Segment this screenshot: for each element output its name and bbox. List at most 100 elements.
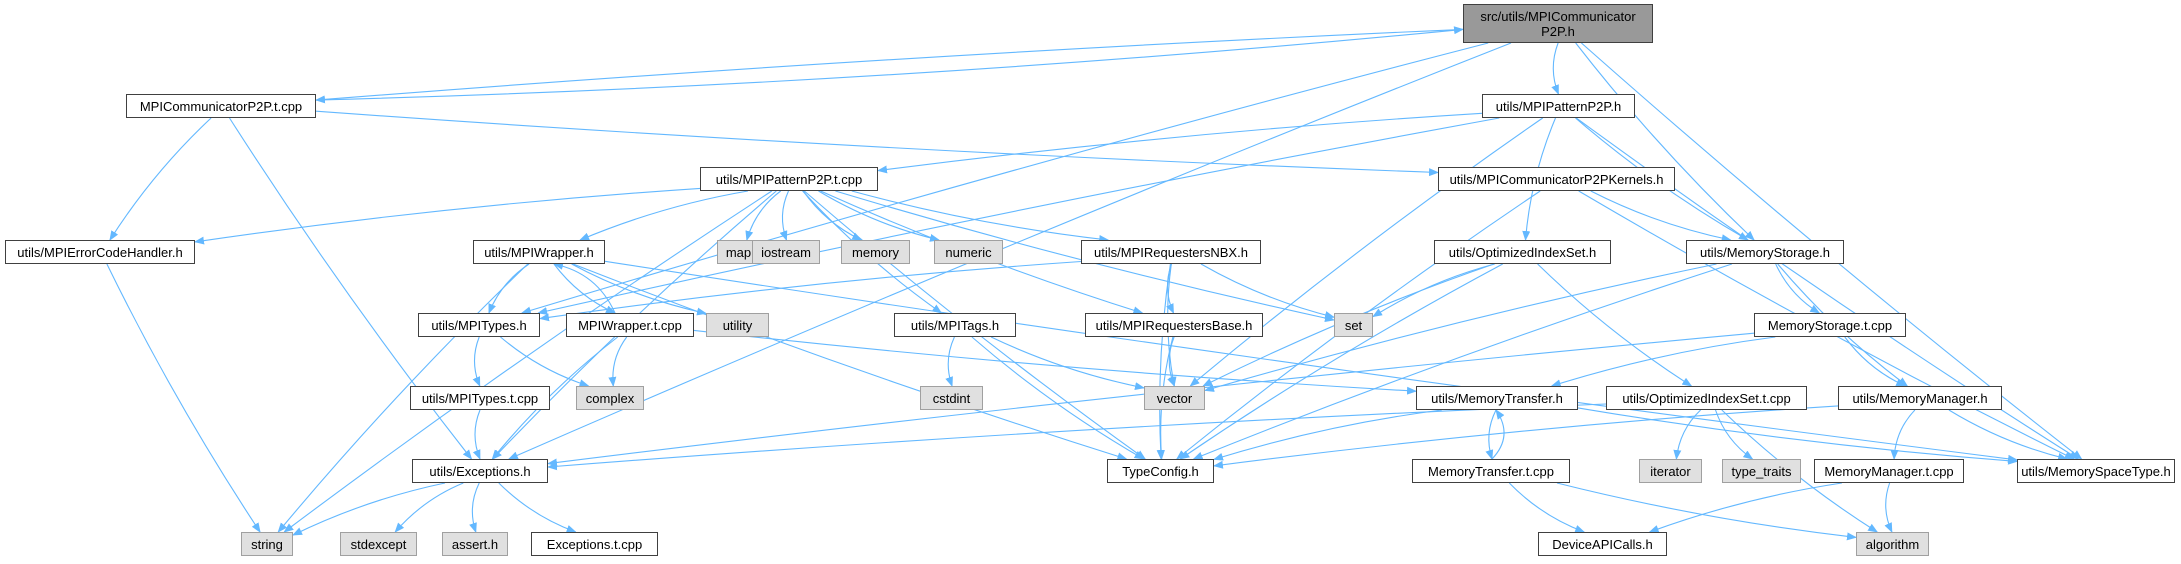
edge-mpirequestersbase_h-to-sys_vector [1167, 336, 1175, 387]
edge-mpicommp2pkernels_h-to-memorystorage_h [1590, 190, 1732, 243]
edge-root-to-mpipatternp2p_h [1551, 42, 1559, 95]
node-mpicommunicatorp2pkernels-h[interactable]: utils/MPICommunicatorP2PKernels.h [1438, 167, 1675, 191]
edge-mpicommp2p_tcpp-to-exceptions_h [229, 117, 473, 460]
node-mpiwrapper-h[interactable]: utils/MPIWrapper.h [473, 240, 605, 264]
node-sys-utility: utility [706, 313, 769, 337]
node-optimizedindexset-h[interactable]: utils/OptimizedIndexSet.h [1434, 240, 1611, 264]
node-memorymanager-h[interactable]: utils/MemoryManager.h [1838, 386, 2002, 410]
node-sys-cstdint: cstdint [920, 386, 983, 410]
node-sys-memory: memory [841, 240, 910, 264]
node-mpipatternp2p-tcpp[interactable]: utils/MPIPatternP2P.t.cpp [700, 167, 878, 191]
edge-exceptions_h-to-sys_stdexcept [394, 482, 464, 533]
edge-mpipatternp2p_h-to-mpipatternp2p_tcpp [877, 112, 1483, 174]
edge-memorymanager_h-to-memoryspacetype_h [1948, 409, 2069, 461]
edge-optimizedindexset_h-to-optimizedindexset_tcpp [1537, 263, 1693, 387]
edge-mpitags_h-to-typeconfig_h [971, 336, 1145, 460]
edge-exceptions_h-to-sys_assert_h [469, 482, 480, 533]
edge-mpiwrapper_h-to-sys_utility [571, 263, 707, 316]
node-memoryspacetype-h[interactable]: utils/MemorySpaceType.h [2017, 459, 2175, 483]
edge-root-to-memorystorage_h [1575, 42, 1755, 241]
edge-mpipatternp2p_tcpp-to-mpirequestersnbx_h [851, 190, 1110, 243]
node-mpipatternp2p-h[interactable]: utils/MPIPatternP2P.h [1482, 94, 1635, 118]
edge-memorytransfer_tcpp-to-deviceapicalls_h [1508, 482, 1586, 533]
node-mpierrorcodehandler-h[interactable]: utils/MPIErrorCodeHandler.h [5, 240, 195, 264]
edge-mpitags_h-to-sys_vector [990, 336, 1145, 391]
edge-mpierrorcodehandler_h-to-sys_string [106, 263, 261, 533]
edge-memorystorage_h-to-typeconfig_h [1192, 263, 1733, 460]
edge-mpirequestersnbx_h-to-mpitypes_h [539, 260, 1082, 322]
node-sys-numeric: numeric [934, 240, 1003, 264]
node-deviceapicalls-h[interactable]: DeviceAPICalls.h [1538, 532, 1667, 556]
node-root-mpicommunicatorp2p-h: src/utils/MPICommunicator P2P.h [1463, 4, 1653, 43]
node-sys-type-traits: type_traits [1722, 459, 1801, 483]
node-memorystorage-tcpp[interactable]: MemoryStorage.t.cpp [1754, 313, 1906, 337]
edge-mpipatternp2p_tcpp-to-sys_string [283, 190, 773, 533]
node-memorymanager-tcpp[interactable]: MemoryManager.t.cpp [1814, 459, 1964, 483]
node-sys-vector: vector [1144, 386, 1205, 410]
node-mpirequestersnbx-h[interactable]: utils/MPIRequestersNBX.h [1081, 240, 1261, 264]
node-mpitags-h[interactable]: utils/MPITags.h [894, 313, 1016, 337]
edge-mpipatternp2p_tcpp-to-sys_map [745, 190, 782, 241]
edge-mpiwrapper_tcpp-to-exceptions_h [491, 336, 619, 460]
edge-mpicommp2p_tcpp-to-root [315, 26, 1464, 101]
edge-mpitypes_tcpp-to-exceptions_h [472, 409, 481, 460]
node-sys-algorithm: algorithm [1856, 532, 1929, 556]
node-mpicommunicatorp2p-tcpp[interactable]: MPICommunicatorP2P.t.cpp [126, 94, 316, 118]
edge-memorytransfer_h-to-memorytransfer_tcpp [1485, 409, 1497, 460]
edge-mpipatternp2p_tcpp-to-mpierrorcodehandler_h [194, 187, 701, 245]
edge-mpipatternp2p_h-to-mpitypes_h [537, 117, 1500, 315]
node-mpiwrapper-tcpp[interactable]: MPIWrapper.t.cpp [566, 313, 694, 337]
node-sys-stdexcept: stdexcept [340, 532, 417, 556]
edge-mpipatternp2p_h-to-sys_vector [1189, 117, 1544, 387]
edge-mpitypes_h-to-sys_complex [500, 336, 590, 388]
edge-mpiwrapper_h-to-sys_string [277, 263, 529, 533]
edge-root-to-mpicommp2p_tcpp [315, 28, 1464, 104]
edge-memorytransfer_h-to-typeconfig_h [1213, 409, 1442, 461]
edge-mpipatternp2p_tcpp-to-sys_numeric [818, 190, 940, 242]
edge-mpiwrapper_tcpp-to-memorytransfer_h [693, 329, 1417, 395]
edge-memorymanager_tcpp-to-deviceapicalls_h [1648, 482, 1842, 533]
edge-optimizedindexset_h-to-sys_set [1372, 263, 1495, 318]
edge-mpiwrapper_h-to-memoryspacetype_h [604, 260, 2018, 463]
edge-mpirequestersnbx_h-to-sys_set [1200, 263, 1335, 319]
edge-memorymanager_h-to-typeconfig_h [1213, 405, 1839, 469]
node-sys-iterator: iterator [1639, 459, 1702, 483]
edge-exceptions_h-to-sys_string [292, 482, 446, 536]
edge-mpiwrapper_h-to-mpiwrapper_tcpp [553, 263, 616, 314]
edge-memorymanager_tcpp-to-sys_algorithm [1884, 482, 1893, 533]
edge-memorytransfer_h-to-memoryspacetype_h [1577, 407, 2018, 465]
node-typeconfig-h[interactable]: TypeConfig.h [1107, 459, 1214, 483]
node-mpirequestersbase-h[interactable]: utils/MPIRequestersBase.h [1085, 313, 1263, 337]
node-sys-string: string [241, 532, 293, 556]
node-memorystorage-h[interactable]: utils/MemoryStorage.h [1686, 240, 1844, 264]
node-memorytransfer-tcpp[interactable]: MemoryTransfer.t.cpp [1412, 459, 1570, 483]
edge-memorystorage_h-to-memorystorage_tcpp [1775, 263, 1821, 314]
edge-memorystorage_tcpp-to-memorymanager_h [1844, 336, 1907, 387]
node-exceptions-tcpp[interactable]: Exceptions.t.cpp [531, 532, 658, 556]
node-sys-set: set [1334, 313, 1373, 337]
edge-optimizedindexset_tcpp-to-exceptions_h [547, 403, 1607, 471]
edge-memorystorage_tcpp-to-memorytransfer_h [1550, 336, 1776, 388]
edge-optimizedindexset_tcpp-to-sys_iterator [1673, 409, 1701, 460]
node-sys-assert-h: assert.h [442, 532, 508, 556]
edge-root-to-exceptions_h [507, 42, 1512, 460]
edge-mpicommp2p_tcpp-to-mpicommp2pkernels_h [315, 110, 1439, 177]
edge-mpiwrapper_h-to-mpitypes_h [488, 263, 530, 314]
edge-mpiwrapper_tcpp-to-mpiwrapper_h [553, 261, 616, 314]
edge-mpipatternp2p_tcpp-to-sys_iostream [779, 190, 790, 241]
edge-mpiwrapper_tcpp-to-sys_complex [608, 336, 628, 387]
edge-optimizedindexset_h-to-typeconfig_h [1179, 263, 1503, 460]
edge-memorytransfer_tcpp-to-sys_algorithm [1556, 482, 1857, 541]
edge-mpitags_h-to-sys_cstdint [945, 336, 955, 387]
node-optimizedindexset-tcpp[interactable]: utils/OptimizedIndexSet.t.cpp [1606, 386, 1807, 410]
node-sys-complex: complex [576, 386, 644, 410]
node-exceptions-h[interactable]: utils/Exceptions.h [412, 459, 548, 483]
node-mpitypes-tcpp[interactable]: utils/MPITypes.t.cpp [410, 386, 550, 410]
edge-mpiwrapper_h-to-typeconfig_h [572, 263, 1128, 461]
edge-optimizedindexset_tcpp-to-sys_type_traits [1714, 409, 1754, 460]
edge-memorymanager_h-to-memorymanager_tcpp [1890, 409, 1916, 460]
edge-memorystorage_h-to-sys_vector [1204, 263, 1717, 392]
node-mpitypes-h[interactable]: utils/MPITypes.h [418, 313, 540, 337]
node-memorytransfer-h[interactable]: utils/MemoryTransfer.h [1416, 386, 1578, 410]
